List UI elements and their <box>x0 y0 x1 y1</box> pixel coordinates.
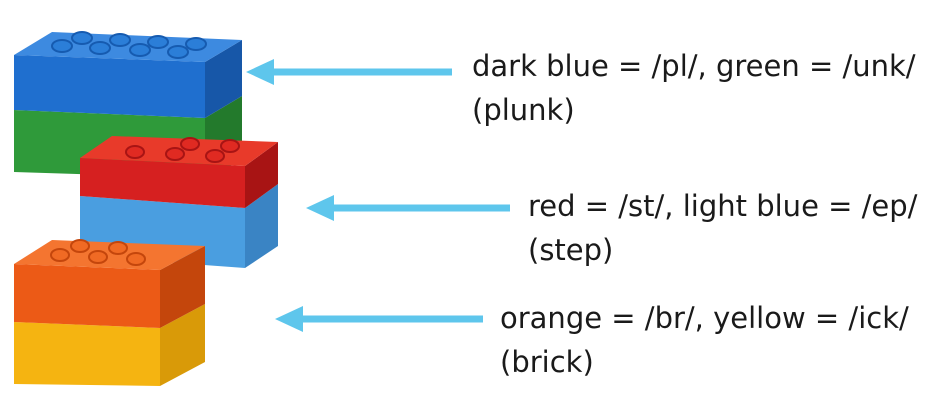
label-brick-line2: (brick) <box>500 345 594 379</box>
arrow-plunk-head <box>246 59 274 85</box>
label-step-line2: (step) <box>528 233 614 267</box>
red-brick-side <box>245 142 278 208</box>
brick-pair-brick <box>14 239 205 386</box>
arrow-step <box>306 195 510 221</box>
arrow-step-head <box>306 195 334 221</box>
label-brick-line1: orange = /br/, yellow = /ick/ <box>500 301 909 335</box>
arrow-brick <box>275 306 483 332</box>
orange-brick <box>14 264 160 328</box>
label-plunk-line1: dark blue = /pl/, green = /unk/ <box>472 49 916 83</box>
orange-studs <box>50 239 146 266</box>
yellow-brick <box>14 322 160 386</box>
orange-brick-top <box>14 240 205 270</box>
dark-blue-brick-side <box>205 40 242 118</box>
arrow-plunk <box>246 59 452 85</box>
brick-pair-plunk <box>14 31 242 178</box>
label-brick: orange = /br/, yellow = /ick/ (brick) <box>500 296 909 384</box>
label-step-line1: red = /st/, light blue = /ep/ <box>528 189 918 223</box>
dark-blue-brick <box>14 55 205 118</box>
label-step: red = /st/, light blue = /ep/ (step) <box>528 184 917 272</box>
red-brick <box>80 158 245 208</box>
dark-blue-studs <box>51 31 207 59</box>
label-plunk: dark blue = /pl/, green = /unk/ (plunk) <box>472 44 916 132</box>
light-blue-brick-side <box>245 184 278 268</box>
yellow-brick-side <box>160 304 205 386</box>
lego-brick-stack <box>14 31 278 386</box>
red-studs <box>125 137 240 163</box>
orange-brick-side <box>160 246 205 328</box>
label-plunk-line2: (plunk) <box>472 93 575 127</box>
arrow-brick-head <box>275 306 303 332</box>
